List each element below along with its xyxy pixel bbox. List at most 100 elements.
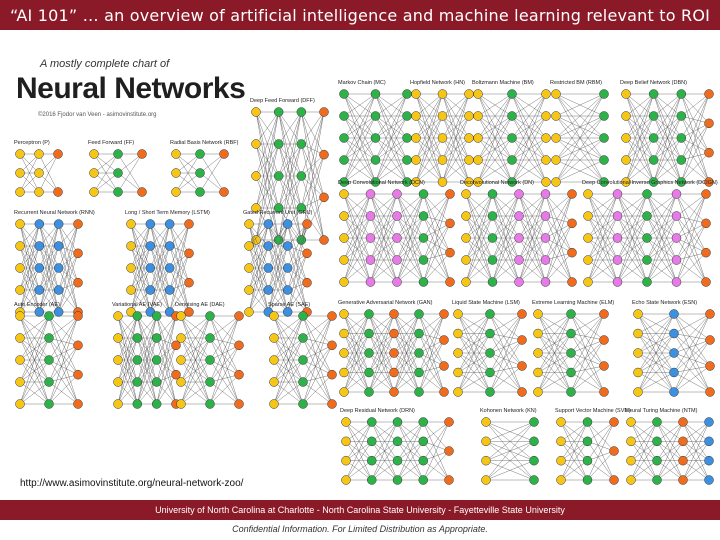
network-edge — [511, 93, 547, 139]
network-edge — [625, 137, 654, 183]
network-edge — [180, 315, 211, 339]
network-edge — [537, 313, 572, 334]
network-node-recurrent — [164, 241, 175, 251]
network-edge — [457, 313, 491, 354]
network-node-input — [339, 233, 349, 243]
network-edge — [93, 172, 119, 193]
network-edge — [169, 253, 190, 313]
network-edge — [415, 159, 443, 183]
network-node-hidden — [642, 189, 652, 199]
network-edge — [673, 313, 711, 354]
source-url[interactable]: http://www.asimovinstitute.org/neural-ne… — [20, 478, 244, 489]
network-node-output — [705, 335, 715, 345]
network-node-hidden — [339, 89, 349, 99]
network-node-hidden — [132, 377, 143, 387]
network-node-output — [445, 247, 455, 258]
network-edge — [137, 315, 157, 361]
network-node-hidden — [414, 367, 424, 378]
network-edge — [587, 259, 618, 283]
network-edge — [396, 237, 424, 283]
network-diagram: Feed Forward (FF) — [88, 140, 147, 197]
network-node-output — [389, 348, 399, 358]
network-edge — [653, 159, 682, 183]
network-node-input — [541, 177, 551, 187]
network-edge — [423, 215, 451, 283]
network-edge — [673, 313, 711, 373]
network-edge — [301, 111, 325, 177]
network-node-hidden — [487, 277, 498, 287]
network-node-input — [176, 355, 186, 365]
network-node-hidden — [599, 155, 609, 165]
network-edge — [442, 93, 470, 117]
network-edge — [681, 159, 710, 183]
network-edge — [489, 313, 523, 334]
network-node-hidden — [151, 333, 162, 343]
network-edge — [676, 193, 707, 217]
network-node-input — [583, 233, 593, 243]
network-diagram: Markov Chain (MC) — [338, 80, 412, 187]
network-edge — [48, 381, 79, 405]
network-node-input — [473, 133, 483, 143]
network-edge — [343, 93, 376, 139]
network-edge — [393, 313, 420, 354]
network-node-input — [481, 455, 491, 466]
network-edge — [209, 345, 240, 405]
network-edge — [287, 282, 308, 313]
network-node-input — [15, 263, 25, 273]
network-node-hidden — [339, 111, 349, 121]
network-edge — [673, 313, 711, 341]
network-edge — [301, 111, 325, 155]
network-node-kernel — [671, 255, 682, 265]
network-edge — [570, 333, 605, 341]
network-node-hidden — [205, 377, 215, 387]
network-edge — [442, 159, 470, 183]
network-edge — [130, 289, 151, 313]
network-node-output — [319, 107, 329, 117]
network-edge — [511, 93, 547, 117]
network-node-hidden — [507, 155, 517, 165]
network-node-output — [73, 369, 83, 380]
network-node-input — [339, 348, 349, 358]
network-edge — [570, 339, 605, 354]
network-edge — [48, 374, 79, 405]
network-node-recurrent — [282, 263, 293, 273]
network-node-hidden — [485, 387, 495, 397]
network-node-hidden — [648, 111, 659, 121]
network-edge — [209, 337, 240, 405]
network-edge — [287, 223, 308, 283]
network-node-hidden — [205, 311, 215, 321]
network-node-output — [389, 328, 399, 339]
network-node-output — [171, 340, 181, 351]
network-node-output — [705, 387, 715, 397]
network-edge — [345, 460, 372, 481]
network-edge — [169, 223, 190, 254]
network-edge — [676, 252, 707, 261]
network-edge — [39, 289, 59, 313]
network-node-hidden — [566, 367, 576, 378]
network-edge — [156, 359, 177, 405]
network-edge — [465, 193, 493, 239]
network-edge — [130, 267, 151, 313]
network-edge — [423, 193, 451, 253]
network-edge — [397, 421, 424, 461]
figure-headline: Neural Networks — [16, 72, 246, 105]
network-node-hidden — [44, 311, 54, 321]
network-edge — [485, 441, 535, 481]
network-node-input — [533, 348, 543, 358]
network-edge — [397, 421, 424, 481]
network-node-hidden — [529, 455, 539, 466]
network-node-input — [453, 387, 463, 397]
network-edge — [19, 315, 50, 405]
network-edge — [287, 289, 308, 313]
network-node-output — [599, 335, 609, 345]
network-edge — [343, 313, 370, 373]
network-edge — [370, 193, 398, 239]
network-edge — [302, 359, 333, 375]
network-edge — [48, 345, 79, 361]
network-node-output — [609, 446, 619, 456]
network-edge — [457, 313, 491, 334]
network-node-input — [533, 328, 543, 339]
network-node-output — [234, 340, 244, 351]
network-edge — [477, 115, 513, 183]
network-edge — [485, 460, 535, 481]
